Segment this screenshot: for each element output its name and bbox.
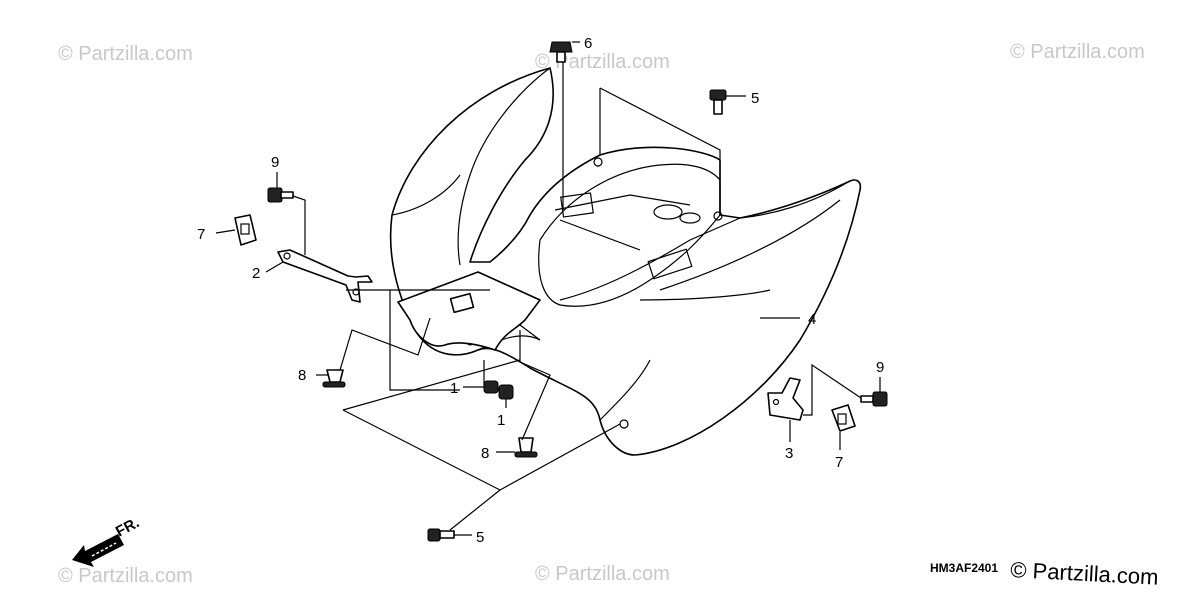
watermark-bottom-center: © Partzilla.com <box>535 563 670 585</box>
callout-4: 4 <box>808 311 816 328</box>
watermark-top-right: © Partzilla.com <box>1010 41 1145 63</box>
callout-7-left: 7 <box>197 226 205 243</box>
bracket-3 <box>767 377 804 421</box>
callout-1-b: 1 <box>497 412 505 429</box>
bolt-9-right <box>860 391 888 407</box>
callout-9-left: 9 <box>271 154 279 171</box>
callout-3: 3 <box>785 445 793 462</box>
callout-9-right: 9 <box>876 359 884 376</box>
clip-7-left <box>234 214 257 246</box>
inner-flap <box>397 271 541 351</box>
bolt-9-left <box>267 187 294 203</box>
callout-7-right: 7 <box>835 454 843 471</box>
leader-lines <box>215 41 881 536</box>
clip-7-right <box>831 404 856 432</box>
callout-6: 6 <box>584 35 592 52</box>
grommet-1-a <box>483 380 499 394</box>
front-direction-arrow-icon <box>72 534 124 567</box>
watermark-top-center: © Partzilla.com <box>535 51 670 73</box>
callout-1-a: 1 <box>450 380 458 397</box>
bracket-2 <box>277 249 373 303</box>
rivet-8-mid <box>514 437 538 458</box>
screw-5-bottom <box>427 528 455 542</box>
rivet-8-left <box>322 369 346 388</box>
callout-2: 2 <box>252 265 260 282</box>
watermark-top-left: © Partzilla.com <box>58 43 193 65</box>
screw-5-top <box>709 89 727 115</box>
callout-8-mid: 8 <box>481 445 489 462</box>
callout-5-top: 5 <box>751 90 759 107</box>
diagram-code: HM3AF2401 <box>930 561 998 575</box>
callout-5-bottom: 5 <box>476 529 484 546</box>
screw-6 <box>549 41 573 63</box>
brand-logo: © Partzilla.com <box>1010 557 1159 590</box>
callout-8-left: 8 <box>298 367 306 384</box>
grommet-1-b <box>498 384 514 400</box>
watermark-bottom-left: © Partzilla.com <box>58 565 193 587</box>
